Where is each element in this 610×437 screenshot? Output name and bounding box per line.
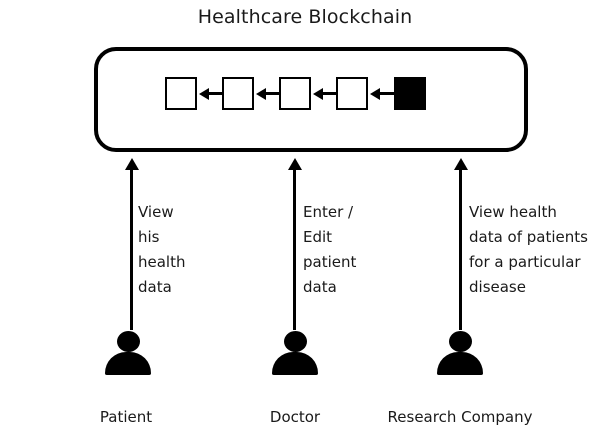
person-head — [117, 331, 140, 352]
arrow-head-left-icon — [199, 88, 209, 100]
chain-link-arrow-2 — [256, 88, 279, 100]
block-1 — [165, 77, 197, 110]
person-icon-research-company — [437, 331, 483, 375]
action-text-patient: View his health data — [138, 203, 186, 296]
person-icon-doctor — [272, 331, 318, 375]
arrow-head-up-icon — [125, 158, 139, 170]
block-2 — [222, 77, 254, 110]
chain-link-arrow-3 — [313, 88, 336, 100]
person-icon-patient — [105, 331, 151, 375]
page-title: Healthcare Blockchain — [197, 6, 413, 28]
block-4 — [336, 77, 368, 110]
arrow-shaft — [206, 92, 222, 95]
action-text-research-company: View health data of patients for a parti… — [469, 203, 588, 296]
arrow-head-left-icon — [313, 88, 323, 100]
role-label-patient: Patient — [99, 408, 153, 426]
arrow-shaft — [263, 92, 279, 95]
person-head — [449, 331, 472, 352]
person-head — [284, 331, 307, 352]
arrow-patient-to-blockchain — [125, 158, 139, 330]
arrow-shaft — [130, 167, 133, 330]
block-5-genesis — [394, 77, 426, 110]
person-body — [272, 352, 318, 375]
arrow-shaft — [320, 92, 336, 95]
blockchain-chain — [165, 77, 427, 111]
block-3 — [279, 77, 311, 110]
arrow-doctor-to-blockchain — [288, 158, 302, 330]
chain-link-arrow-4 — [370, 88, 395, 100]
arrow-shaft — [293, 167, 296, 330]
arrow-shaft — [459, 167, 462, 330]
arrow-head-up-icon — [454, 158, 468, 170]
arrow-shaft — [377, 92, 395, 95]
action-text-doctor: Enter / Edit patient data — [303, 203, 357, 296]
arrow-head-left-icon — [370, 88, 380, 100]
role-label-research-company: Research Company — [387, 408, 533, 426]
person-body — [437, 352, 483, 375]
arrow-head-left-icon — [256, 88, 266, 100]
person-body — [105, 352, 151, 375]
arrow-research-company-to-blockchain — [454, 158, 468, 330]
chain-link-arrow-1 — [199, 88, 222, 100]
role-label-doctor: Doctor — [269, 408, 321, 426]
arrow-head-up-icon — [288, 158, 302, 170]
